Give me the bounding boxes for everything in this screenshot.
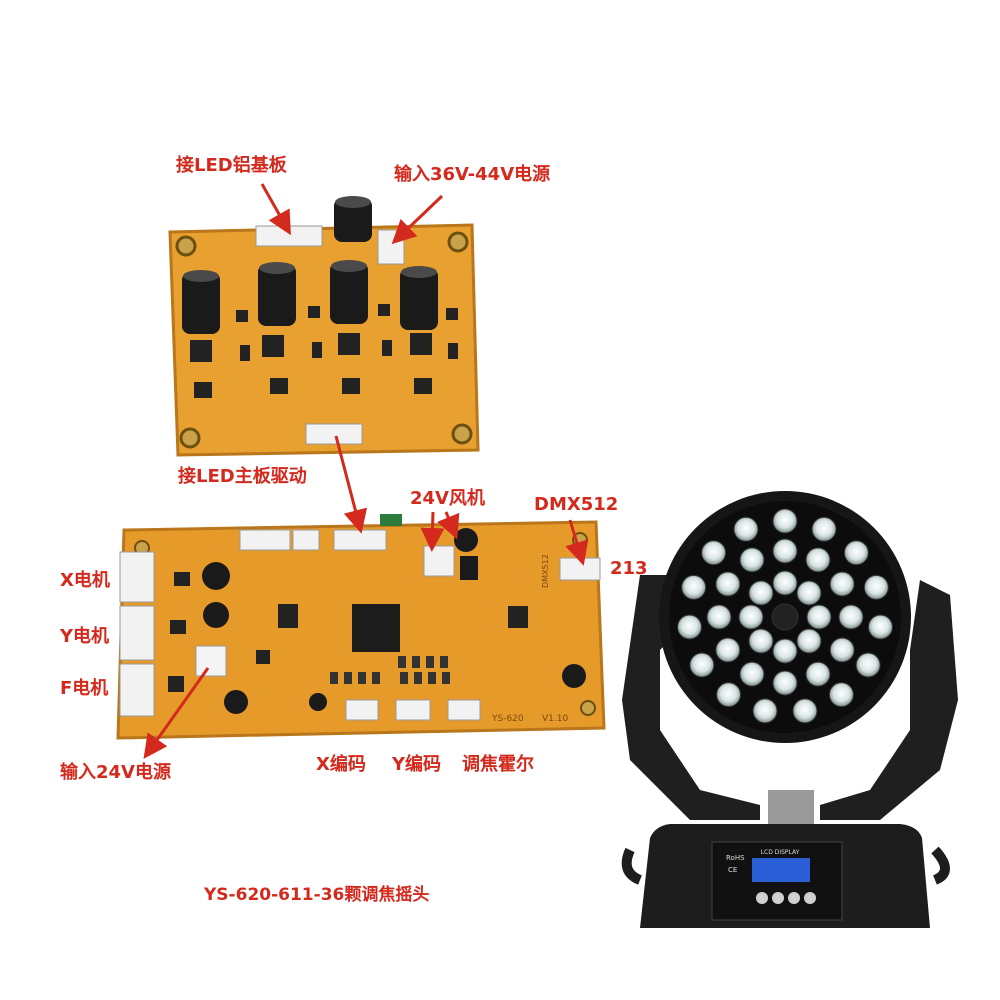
product-caption: YS-620-611-36颗调焦摇头: [204, 885, 430, 905]
x-motor-connector: [119, 551, 155, 603]
led-lens: [843, 540, 869, 566]
dmx-silkscreen: DMX512: [541, 554, 550, 588]
control-buttons: [756, 892, 816, 904]
main-drive-connector: [305, 423, 363, 445]
led-array: [677, 508, 893, 724]
lcd-display: [752, 858, 810, 882]
x-encoder-connector: [345, 699, 379, 721]
board-model-silkscreen: YS-620: [491, 714, 524, 724]
led-lens: [811, 516, 837, 542]
dmx512-label: DMX512: [534, 494, 619, 515]
enter-button[interactable]: [804, 892, 816, 904]
focus-hall-label: 调焦霍尔: [462, 754, 534, 775]
led-lens: [677, 614, 703, 640]
up-button[interactable]: [772, 892, 784, 904]
led-lens: [772, 670, 798, 696]
led-lens: [689, 652, 715, 678]
main-drive-socket: [333, 529, 387, 551]
led-lens: [838, 604, 864, 630]
lcd-display-title: LCD DISPLAY: [761, 849, 800, 856]
led-lens: [772, 570, 798, 596]
num-213-label: 213: [610, 558, 648, 579]
led-lens: [739, 547, 765, 573]
led-lens: [771, 603, 799, 631]
led-lens: [792, 698, 818, 724]
led-lens: [748, 628, 774, 654]
y-motor-connector: [119, 605, 155, 661]
led-lens: [796, 628, 822, 654]
led-lens: [772, 538, 798, 564]
led-lens: [716, 682, 742, 708]
board-version-silkscreen: V1.10: [542, 714, 568, 724]
led-lens: [772, 508, 798, 534]
x-motor-label: X电机: [60, 570, 110, 591]
led-lens: [863, 574, 889, 600]
rohs-mark: RoHS: [726, 854, 745, 862]
led-lens: [752, 698, 778, 724]
fan-connector: [423, 545, 455, 577]
led-lens: [806, 604, 832, 630]
callout-arrows: [143, 183, 589, 759]
ce-mark: CE: [728, 866, 737, 874]
input-36-44v-label: 输入36V-44V电源: [394, 164, 551, 185]
f-motor-label: F电机: [60, 678, 109, 699]
y-encoder-label: Y编码: [392, 754, 442, 775]
fan-24v-label: 24V风机: [410, 488, 485, 509]
input-24v-label: 输入24V电源: [60, 762, 171, 783]
dmx-connector: [559, 557, 601, 581]
led-lens: [855, 652, 881, 678]
y-encoder-connector: [395, 699, 431, 721]
led-lens: [733, 516, 759, 542]
f-motor-connector: [119, 663, 155, 717]
led-lens: [828, 682, 854, 708]
led-main-drive-label: 接LED主板驱动: [178, 466, 307, 487]
focus-hall-connector: [447, 699, 481, 721]
led-lens: [738, 604, 764, 630]
main-mcu-chip: [352, 604, 400, 652]
led-lens: [867, 614, 893, 640]
led-lens: [796, 580, 822, 606]
menu-button[interactable]: [756, 892, 768, 904]
power-24v-connector: [195, 645, 227, 677]
down-button[interactable]: [788, 892, 800, 904]
led-lens: [772, 638, 798, 664]
moving-head-fixture: LCD DISPLAY RoHS CE: [621, 491, 958, 928]
led-lens: [829, 637, 855, 663]
y-motor-label: Y电机: [60, 626, 110, 647]
driver-pcb: [168, 196, 480, 457]
led-aluminum-board-label: 接LED铝基板: [176, 155, 287, 176]
led-lens: [805, 547, 831, 573]
led-lens: [748, 580, 774, 606]
led-lens: [805, 661, 831, 687]
main-control-pcb: YS-620 V1.10 DMX512: [116, 514, 606, 740]
led-lens: [681, 574, 707, 600]
led-lens: [715, 571, 741, 597]
led-lens: [715, 637, 741, 663]
led-lens: [739, 661, 765, 687]
led-lens: [829, 571, 855, 597]
x-encoder-label: X编码: [316, 754, 366, 775]
led-lens: [701, 540, 727, 566]
led-lens: [706, 604, 732, 630]
